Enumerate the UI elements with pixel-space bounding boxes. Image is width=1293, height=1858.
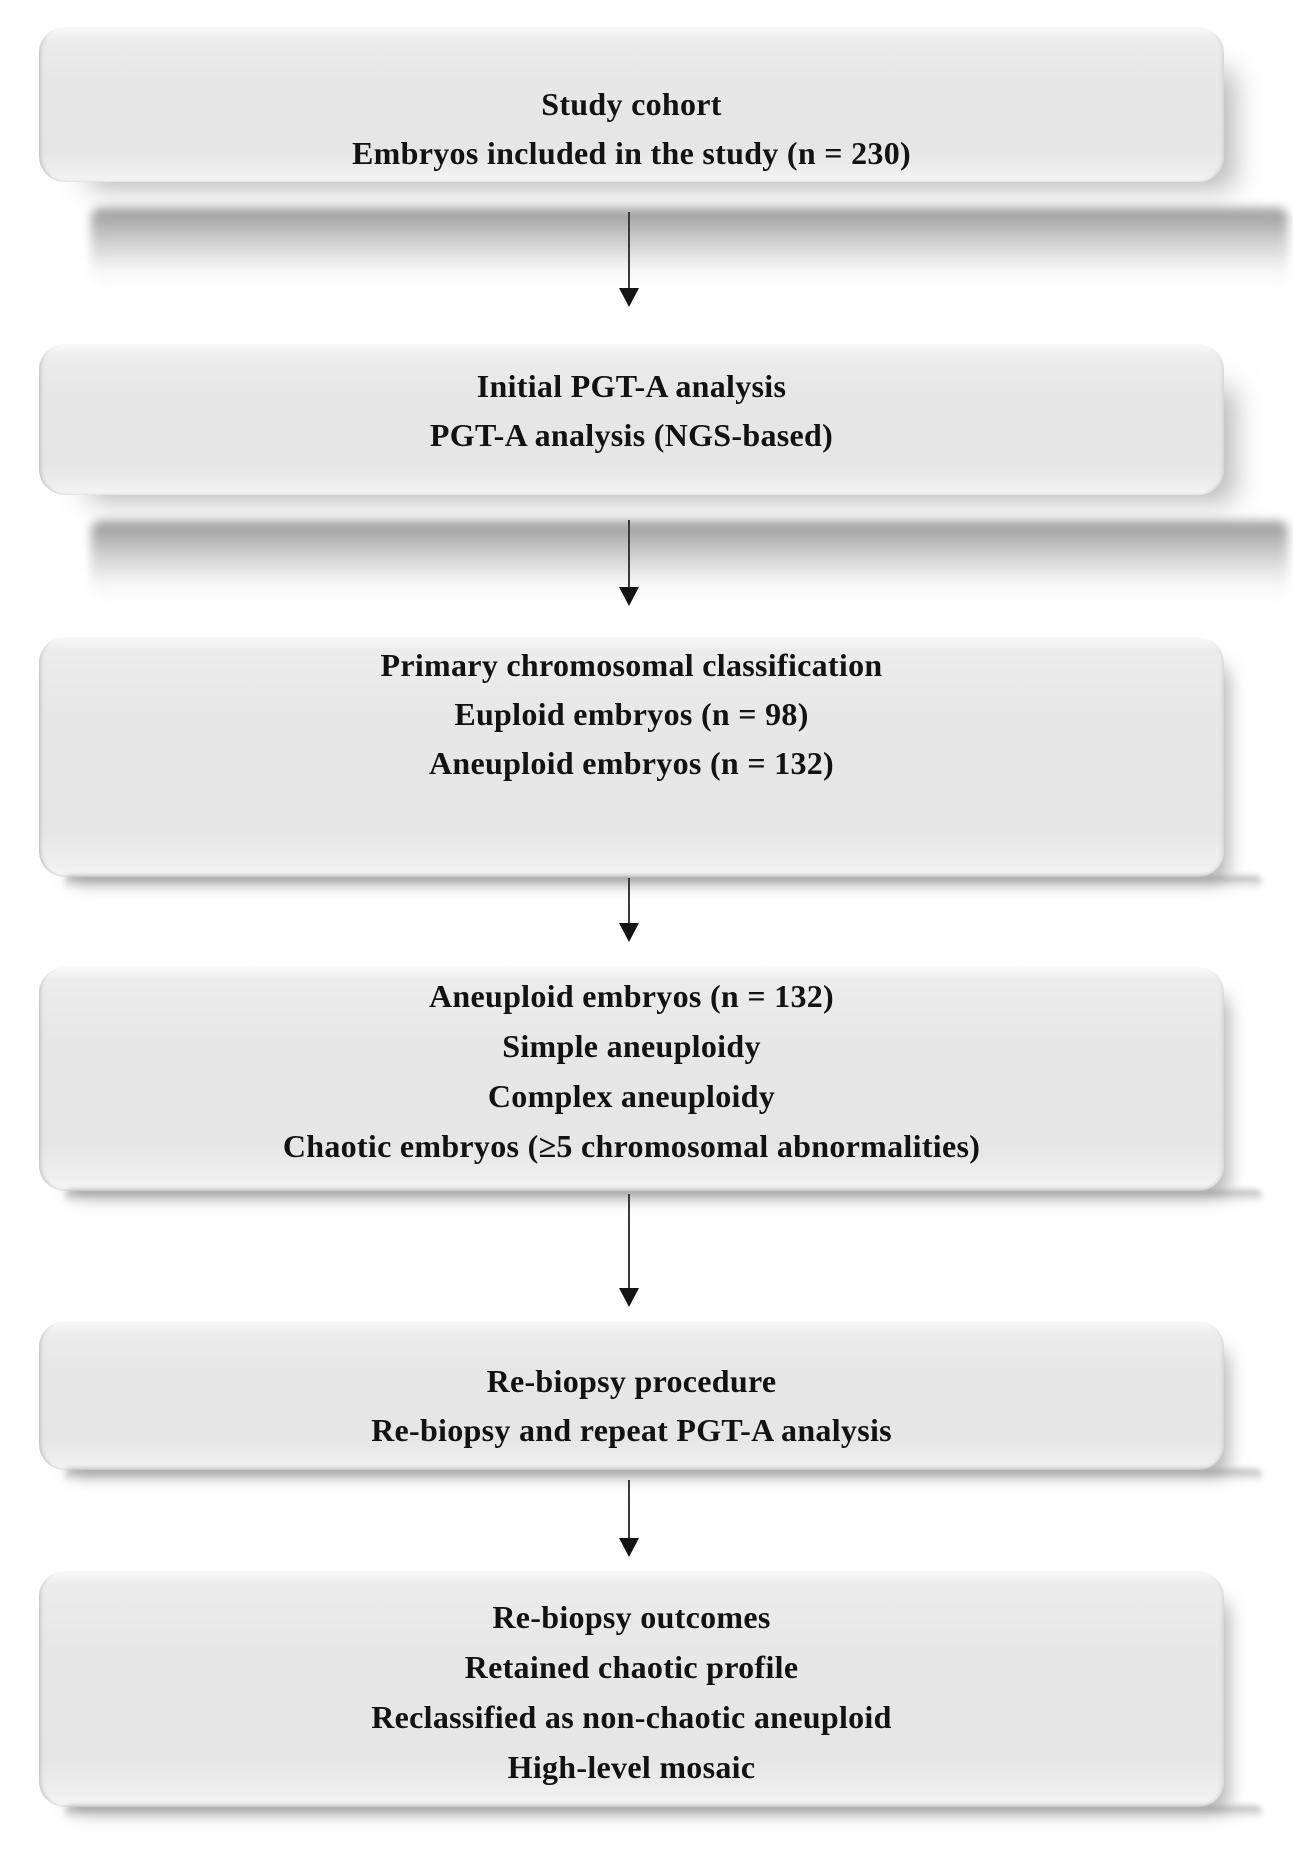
- box-line: Euploid embryos (n = 98): [454, 696, 809, 732]
- arrow-shaft: [628, 1194, 630, 1292]
- flow-box-study-cohort: Study cohort Embryos included in the stu…: [39, 25, 1224, 182]
- box-title: Re-biopsy outcomes: [492, 1599, 771, 1635]
- box-title: Re-biopsy procedure: [486, 1363, 777, 1399]
- box-line: Re-biopsy and repeat PGT-A analysis: [371, 1412, 892, 1448]
- flow-box-re-biopsy-outcomes: Re-biopsy outcomes Retained chaotic prof…: [39, 1569, 1224, 1807]
- arrow-head: [619, 288, 639, 307]
- box-title: Initial PGT-A analysis: [476, 368, 787, 404]
- arrow-shaft: [628, 878, 630, 927]
- arrow-shaft: [628, 1480, 630, 1542]
- arrow-shaft: [628, 212, 630, 292]
- flow-box-initial-pgta-analysis: Initial PGT-A analysis PGT-A analysis (N…: [39, 342, 1224, 495]
- arrow-head: [619, 923, 639, 942]
- box-line: Retained chaotic profile: [464, 1649, 799, 1685]
- flow-box-aneuploid-embryos-breakdown: Aneuploid embryos (n = 132) Simple aneup…: [39, 965, 1224, 1191]
- box-line: PGT-A analysis (NGS-based): [429, 417, 834, 453]
- box-line: Complex aneuploidy: [487, 1078, 776, 1114]
- box-title: Study cohort: [541, 86, 722, 122]
- down-arrow-icon: [619, 878, 639, 942]
- box-line: Chaotic embryos (≥5 chromosomal abnormal…: [282, 1128, 981, 1164]
- down-arrow-icon: [619, 212, 639, 307]
- down-arrow-icon: [619, 1194, 639, 1307]
- box-line: Embryos included in the study (n = 230): [352, 135, 911, 171]
- arrow-head: [619, 1538, 639, 1557]
- arrow-head: [619, 587, 639, 606]
- arrow-head: [619, 1288, 639, 1307]
- box-line: High-level mosaic: [507, 1749, 756, 1785]
- box-line: Simple aneuploidy: [502, 1028, 761, 1064]
- box-title: Aneuploid embryos (n = 132): [428, 978, 835, 1014]
- flow-box-primary-chromosomal-classification: Primary chromosomal classification Euplo…: [39, 635, 1224, 877]
- down-arrow-icon: [619, 1480, 639, 1557]
- arrow-shaft: [628, 520, 630, 591]
- box-line: Aneuploid embryos (n = 132): [428, 745, 835, 781]
- box-line: Reclassified as non-chaotic aneuploid: [371, 1699, 892, 1735]
- flow-box-re-biopsy-procedure: Re-biopsy procedure Re-biopsy and repeat…: [39, 1319, 1224, 1470]
- down-arrow-icon: [619, 520, 639, 606]
- box-title: Primary chromosomal classification: [380, 647, 883, 683]
